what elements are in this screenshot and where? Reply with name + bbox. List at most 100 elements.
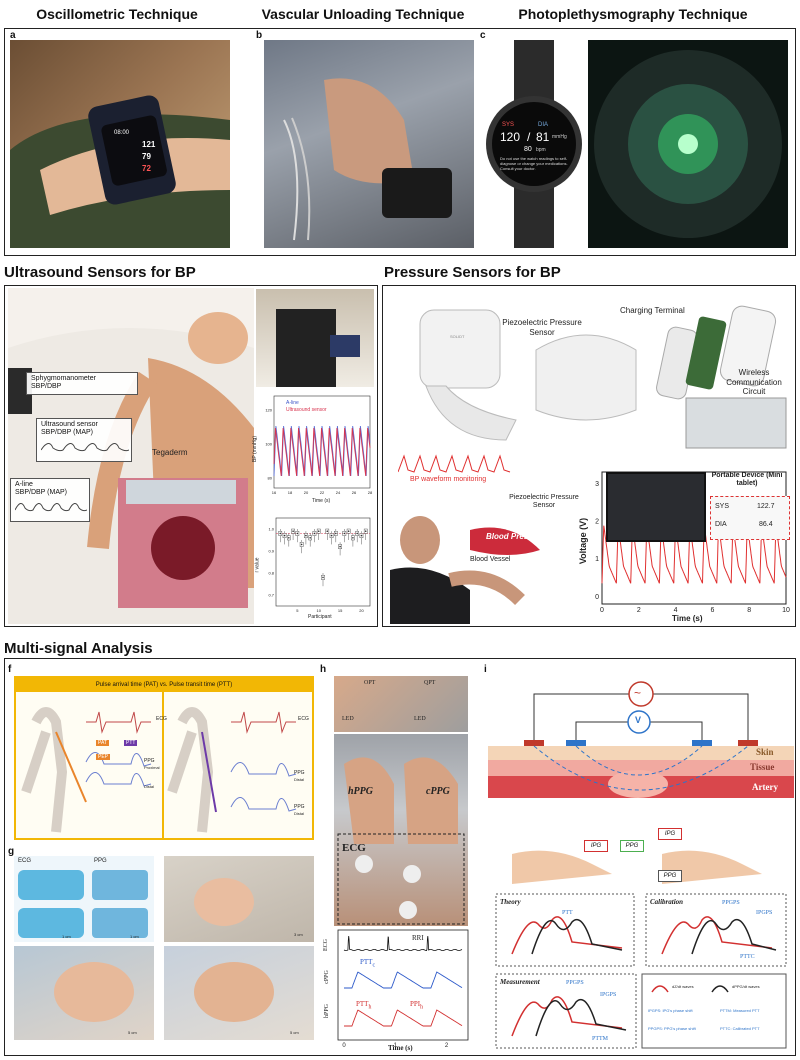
voltage-xtick: 0 (600, 607, 604, 614)
wrist-unit (382, 168, 452, 218)
calib-red (661, 916, 773, 955)
h-series-hppg (344, 1009, 463, 1027)
chart1-xtick: 28 (368, 490, 373, 495)
panel-letter-c: c (480, 30, 486, 41)
f-ppg-sub2: Distal (144, 784, 155, 789)
box-ultrasound-sensor: Ultrasound sensor SBP/DBP (MAP) (36, 418, 132, 462)
h-ptt-c-sub: c (372, 962, 376, 969)
pcb (685, 316, 727, 390)
chart1-ylabel: BP (mmHg) (252, 435, 259, 463)
f-pat: PAT (96, 740, 109, 746)
chart1-xtick: 24 (336, 490, 341, 495)
h-hands-photo: hPPG cPPG ECG (334, 734, 468, 926)
i-ipgps2: IPGPS (600, 992, 617, 998)
chart1-xlabel: Time (s) (312, 498, 331, 504)
chart1-xtick: 16 (272, 490, 277, 495)
ecg-patch-top (18, 870, 84, 900)
i-wave-svg (495, 850, 787, 1049)
g-baby1-svg (194, 878, 254, 926)
h-cppg: cPPG (426, 786, 450, 797)
watch-a-v2: 79 (142, 152, 151, 161)
watch-c-sep: / (527, 130, 531, 144)
pat-ptt-svg (21, 692, 297, 840)
wrist-1 (512, 850, 612, 884)
chart2-median-point (288, 537, 290, 539)
i-calibration: Calibration (650, 898, 684, 906)
ptt-arrow (201, 731, 217, 813)
g-baby-photo-1: 3 cm (164, 856, 314, 942)
us-sub: SBP/DBP (MAP) (41, 429, 93, 437)
h-finger-sensors: OPT QPT LED LED (334, 676, 468, 732)
watch-a-v3: 72 (142, 164, 151, 173)
f-ppg-prox (85, 752, 152, 767)
f-ecg2-wave (231, 711, 296, 734)
smartwatch-illustration (486, 40, 582, 248)
head (188, 312, 248, 364)
g-scale1: 1 cm (62, 934, 71, 939)
f-ppg3-wave (230, 797, 297, 812)
photo-wrist-watch: 08:00 121 79 72 (10, 40, 230, 248)
bp-waveform (398, 454, 511, 473)
i-ipg-tag: IPG (584, 840, 608, 852)
watch-c-hr: 80 (524, 146, 532, 153)
chart2-median-point (300, 543, 303, 546)
chart2-median-point (309, 537, 311, 539)
chart2-median-point (326, 530, 329, 532)
chart2-median-point (322, 576, 324, 579)
sphyg-label: Sphygmomanometer (31, 375, 96, 382)
h-ptt-h-sub: h (368, 1004, 372, 1011)
back-cover (719, 305, 777, 387)
device-body (419, 309, 501, 389)
h-led2: LED (414, 716, 426, 722)
i-ppgps2: PPGPS (566, 980, 584, 986)
green-led-illustration (594, 50, 782, 238)
artery-bulge (608, 770, 668, 798)
chart2-ylabel: r value (254, 557, 261, 573)
photo-arm-cuff (256, 289, 374, 387)
chart2-median-point (313, 532, 316, 535)
voltage-xtick: 4 (674, 607, 678, 614)
ecg-patch-bottom (18, 908, 84, 938)
chart2-median-point (360, 534, 363, 537)
voltage-xtick: 8 (747, 607, 751, 614)
h-row-ecg: ECG (323, 939, 329, 951)
i-leg3a: IPGPS: IPG's phase shift (648, 1008, 693, 1013)
i-tilde: ~ (634, 686, 642, 700)
smartwatch-c: SYS DIA 120 / 81 mmHg 80 bpm Do not use … (484, 40, 584, 248)
pressure-frame (382, 285, 796, 627)
i-measurement: Measurement (500, 978, 540, 986)
chart2-median-point (343, 532, 346, 535)
i-leg2: dPPG/dt waves (732, 984, 760, 989)
wrist-watch-illustration (10, 95, 230, 248)
g-ppg: PPG (94, 858, 107, 864)
wireless-label: Wireless Communication Circuit (726, 368, 782, 397)
body-right (167, 707, 214, 833)
leg-black-swatch (711, 985, 729, 993)
watch-c-sys: 120 (500, 130, 521, 144)
electrode-4 (738, 740, 758, 746)
person-body (390, 567, 470, 624)
h-hands-svg (337, 757, 465, 925)
voltmeter (627, 710, 651, 734)
legend-box (641, 973, 787, 1049)
i-ppg-tag: PPG (620, 840, 644, 852)
sphyg-sub: SBP/DBP (31, 383, 62, 391)
g-baby3-svg (194, 962, 274, 1022)
i-artery: Artery (752, 782, 778, 792)
person-wearing-device (390, 490, 590, 624)
h-xtick: 2 (445, 1043, 449, 1049)
chart1-ytick: 80 (268, 476, 273, 481)
f-ppg2-wave (230, 762, 297, 777)
watch-a-time: 08:00 (114, 130, 130, 136)
watch-a-v1: 121 (142, 140, 156, 149)
chart2-median-point (317, 530, 320, 532)
chart2-median-point (347, 530, 350, 532)
band-open (535, 334, 637, 421)
f-ppg-sub1: Proximal (144, 765, 160, 770)
theory-red (511, 916, 623, 955)
i-ptt: PTT (562, 910, 573, 916)
h-ptt-h-text: PTT (356, 1000, 369, 1008)
